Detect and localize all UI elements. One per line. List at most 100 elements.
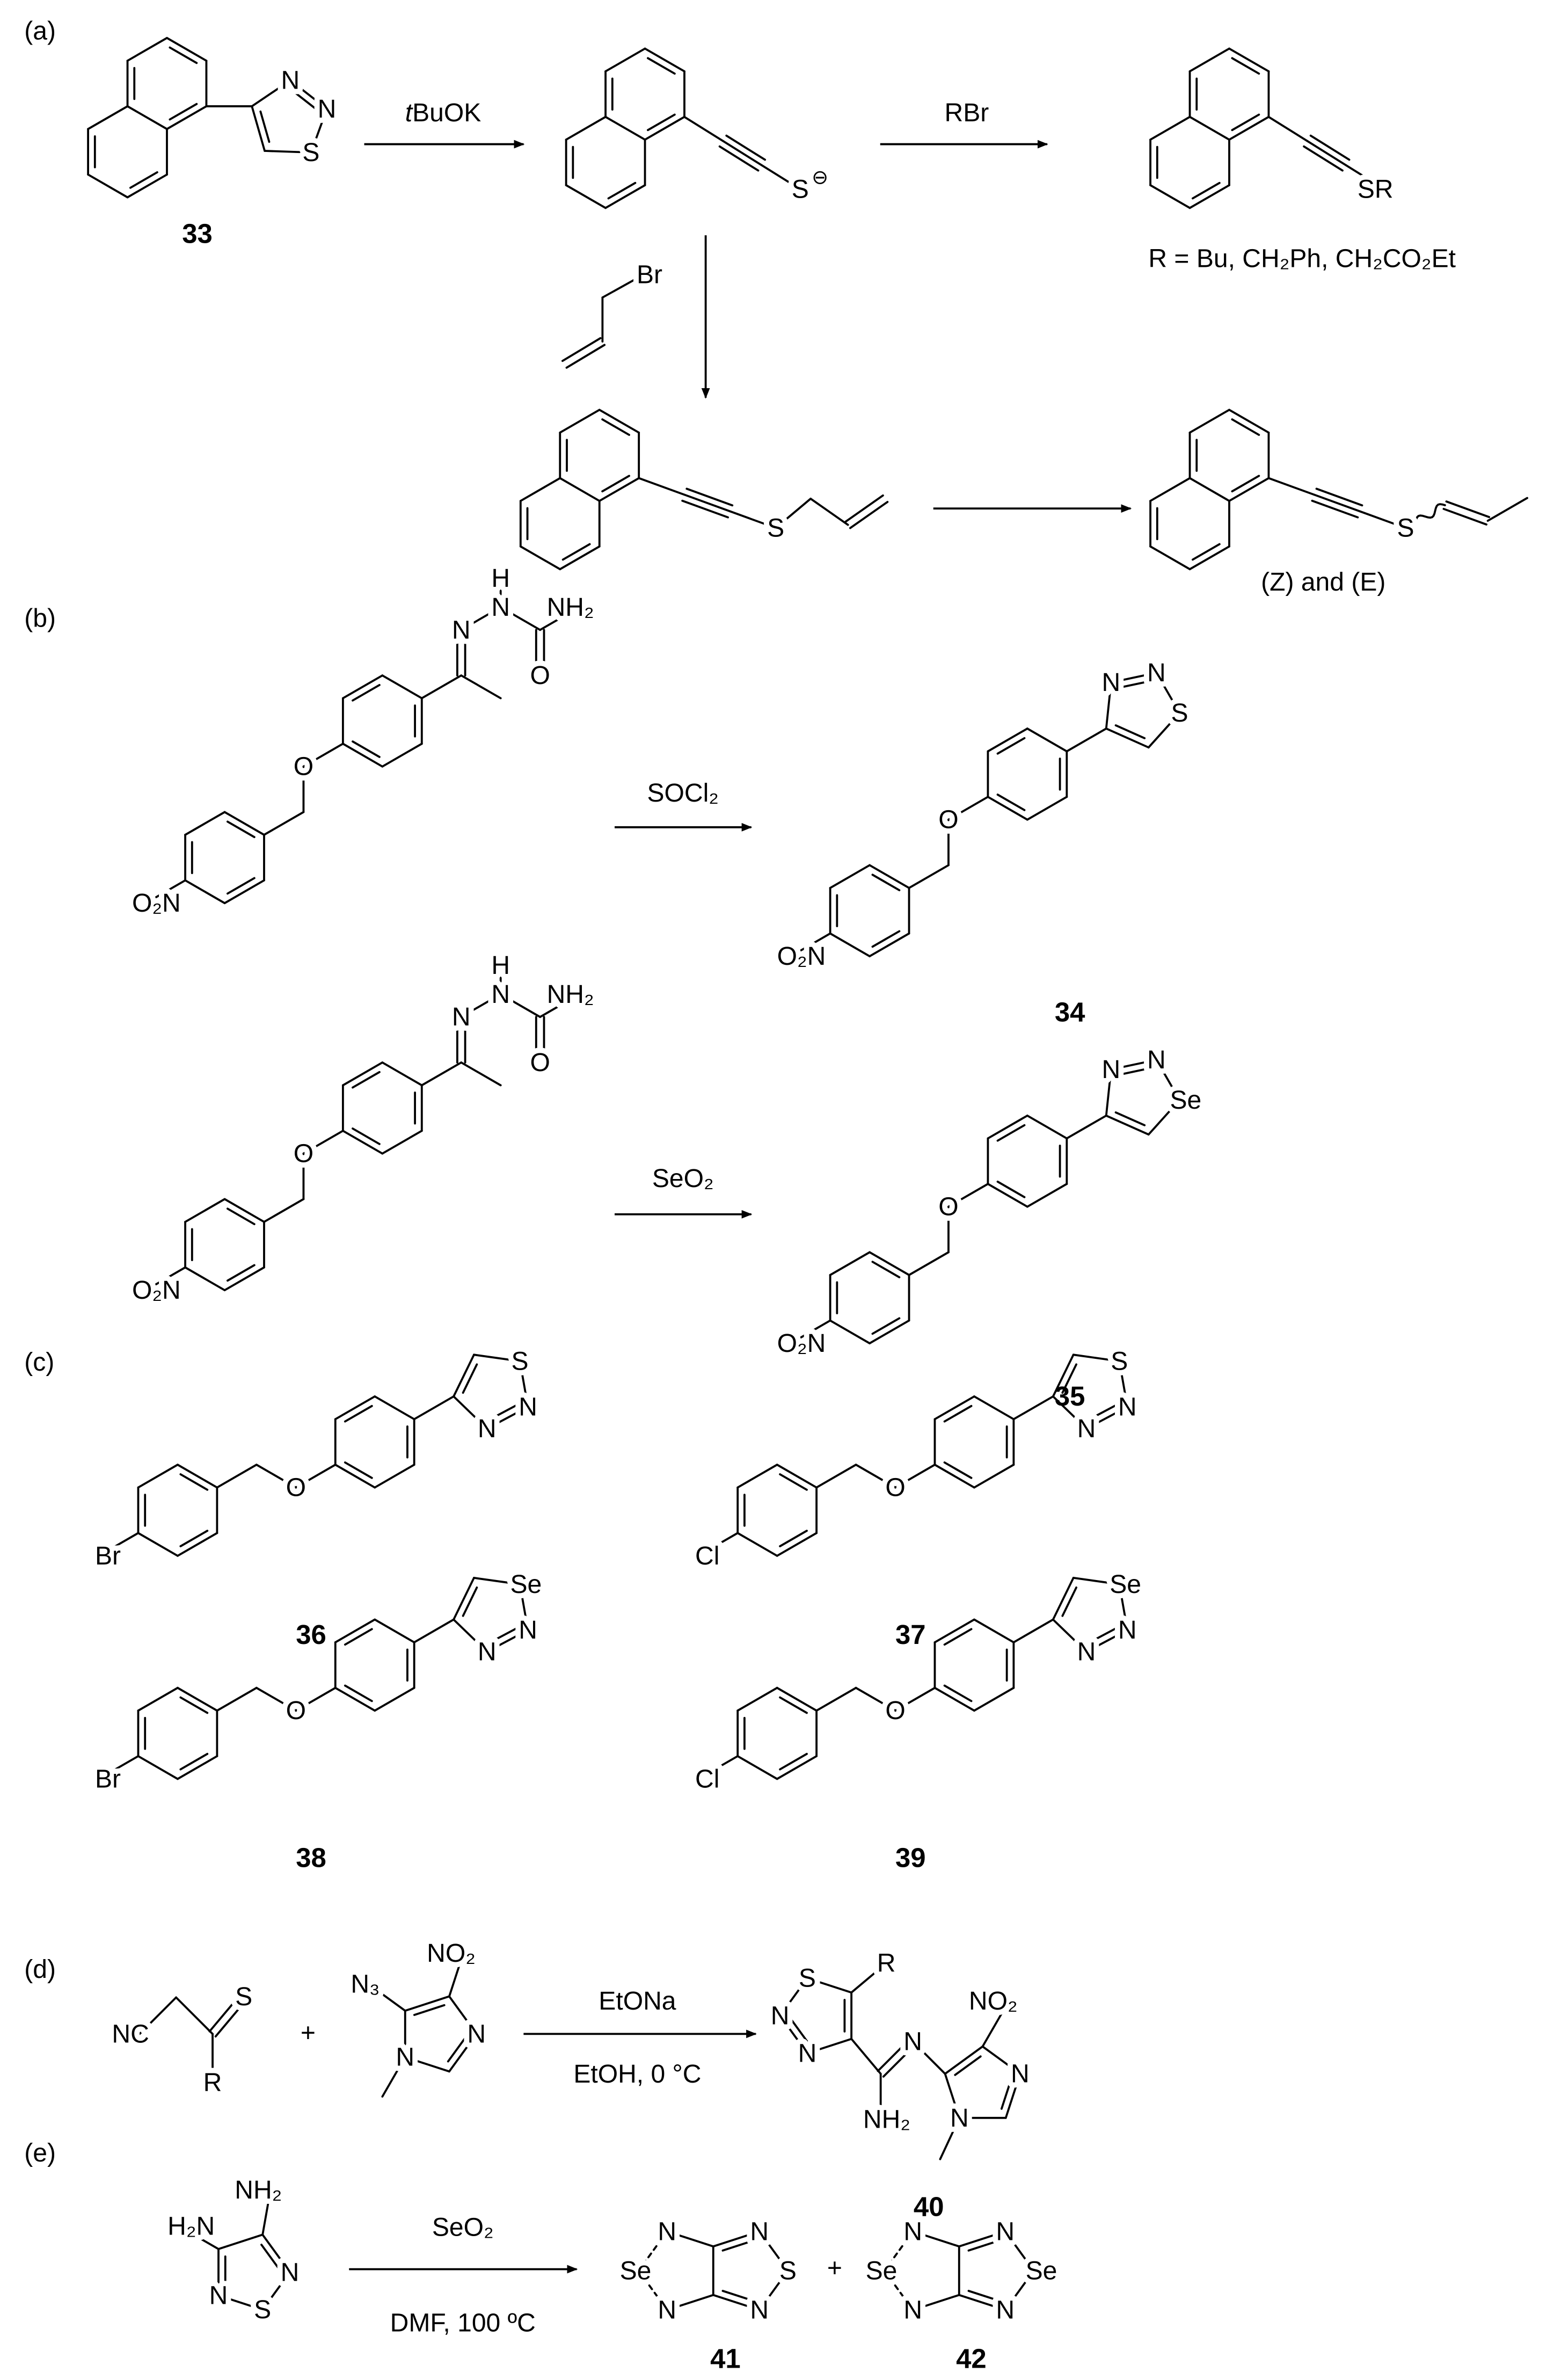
naphthalene-bond	[559, 545, 601, 571]
atom-label-n: N	[658, 2217, 676, 2246]
benzene-ring-bond	[374, 1464, 415, 1489]
heterocycle-ring-bond	[289, 79, 328, 110]
atom-label-s: S	[1111, 1347, 1128, 1375]
naphthalene-bond	[1188, 184, 1230, 209]
single-bond	[1345, 164, 1386, 191]
benzene-ring-bond	[137, 1464, 179, 1489]
single-bond	[1267, 477, 1316, 496]
double-bond-inner-line	[1119, 1067, 1152, 1076]
triple-bond	[1303, 145, 1344, 172]
naphthalene-bond	[166, 105, 208, 130]
naphthalene-bond	[1149, 184, 1191, 209]
single-bond	[911, 2230, 960, 2248]
heterocycle-ring-bond	[473, 1577, 521, 1585]
benzene-ring-bond	[223, 811, 265, 836]
single-bond	[144, 879, 186, 905]
heterocycle-ring-bond	[1155, 672, 1181, 714]
single-bond	[499, 993, 542, 1018]
atom-label-s: S	[792, 175, 809, 204]
benzene-ring-bond	[137, 1755, 179, 1780]
wavy-bond	[1404, 503, 1446, 530]
bonds-layer	[87, 37, 1528, 2311]
atom-label-o: O	[938, 1192, 958, 1221]
atom-label-o2n: O₂N	[132, 889, 181, 918]
single-bond	[175, 1996, 214, 2035]
double-bond-inner-line	[1231, 57, 1260, 75]
heterocycle-ring-bond	[1118, 1360, 1129, 1408]
single-bond	[939, 2116, 961, 2160]
heterocycle-ring-bond	[519, 1583, 529, 1631]
dashed-bond	[637, 2230, 668, 2272]
triple-bond	[1313, 493, 1361, 513]
atom-label-n: N	[1118, 1615, 1137, 1644]
atom-label-se: Se	[1170, 1086, 1201, 1115]
atom-label-charge: ⊖	[812, 166, 828, 188]
heterocycle-ring-bond	[264, 150, 312, 154]
atom-label-o2n: O₂N	[132, 1276, 181, 1305]
double-bond-inner-line	[779, 1696, 808, 1714]
benzene-ring-bond	[177, 1464, 218, 1489]
double-bond-inner-line	[996, 794, 1026, 811]
double-bond-inner-line	[179, 1530, 209, 1547]
double-bond-inner-line	[779, 1752, 808, 1771]
benzene-ring-bond	[223, 1198, 265, 1223]
single-bond	[790, 932, 831, 958]
benzene-ring-bond	[869, 1319, 910, 1344]
double-bond-inner-line	[871, 1261, 901, 1278]
naphthalene-bond	[1188, 545, 1230, 571]
atom-label-n: N	[903, 2027, 922, 2056]
double-bond-inner-line	[352, 740, 381, 758]
double-bond-inner-line	[169, 46, 198, 64]
naphthalene-bond	[87, 105, 129, 130]
atom-label-s: S	[779, 2256, 797, 2285]
thiadiazole-bond	[261, 2271, 291, 2311]
single-bond	[302, 743, 344, 768]
benzene-ring-bond	[184, 1198, 226, 1223]
double-bond-inner-line	[1231, 418, 1260, 436]
double-bond-inner-line	[647, 57, 676, 75]
thiadiazole-bond	[779, 2014, 808, 2055]
section-label-d: (d)	[24, 1955, 56, 1984]
atom-label-n: N	[658, 2296, 676, 2325]
heterocycle-ring-bond	[1118, 1583, 1129, 1631]
single-bond	[263, 1198, 305, 1223]
isomer-note: (Z) and (E)	[1261, 567, 1385, 596]
single-bond	[460, 993, 502, 1018]
double-bond-inner-line	[1119, 680, 1152, 689]
benzene-ring-bond	[987, 1183, 1028, 1208]
benzene-ring-bond	[973, 1464, 1015, 1489]
naphthalene-bond	[1228, 115, 1270, 141]
compound-number-35: 35	[1055, 1381, 1085, 1411]
heterocycle-ring-bond	[1105, 1068, 1112, 1117]
double-bond-inner-line	[996, 737, 1026, 755]
naphthalene-bond	[1228, 47, 1270, 72]
naphthalene-bond	[1149, 115, 1191, 141]
heterocycle-ring-bond	[486, 1406, 529, 1430]
heterocycle-ring-bond	[1105, 681, 1112, 730]
imidazole-bond	[944, 2072, 961, 2119]
atom-label-o: O	[885, 1473, 905, 1502]
double-bond-inner-line	[352, 1071, 381, 1089]
double-bond-inner-line	[344, 1461, 373, 1479]
reagent-etona: EtONa	[599, 1986, 676, 2015]
single-bond	[815, 1464, 857, 1489]
benzene-ring-bond	[829, 1319, 871, 1344]
reagent-tbuok-prefix: t	[405, 98, 414, 127]
single-bond	[460, 606, 502, 631]
naphthalene-bond	[1228, 409, 1270, 434]
heterocycle-ring-bond	[1147, 1098, 1181, 1136]
atom-label-n3: N₃	[351, 1969, 380, 1998]
double-bond-inner-line	[1089, 1403, 1119, 1421]
benzene-ring-bond	[334, 1686, 376, 1712]
benzene-ring-bond	[374, 1686, 415, 1712]
heterocycle-ring-bond	[1110, 672, 1158, 684]
double-bond-inner-line	[413, 2004, 446, 2016]
conditions-e: DMF, 100 ºC	[390, 2309, 536, 2338]
double-bond	[1442, 507, 1488, 526]
atom-label-no2: NO₂	[969, 1986, 1018, 2015]
single-bond	[666, 2294, 714, 2311]
benzene-ring-bond	[177, 1686, 218, 1712]
single-bond	[263, 811, 305, 836]
triple-bond	[683, 493, 732, 513]
atom-label-s: S	[512, 1347, 529, 1375]
